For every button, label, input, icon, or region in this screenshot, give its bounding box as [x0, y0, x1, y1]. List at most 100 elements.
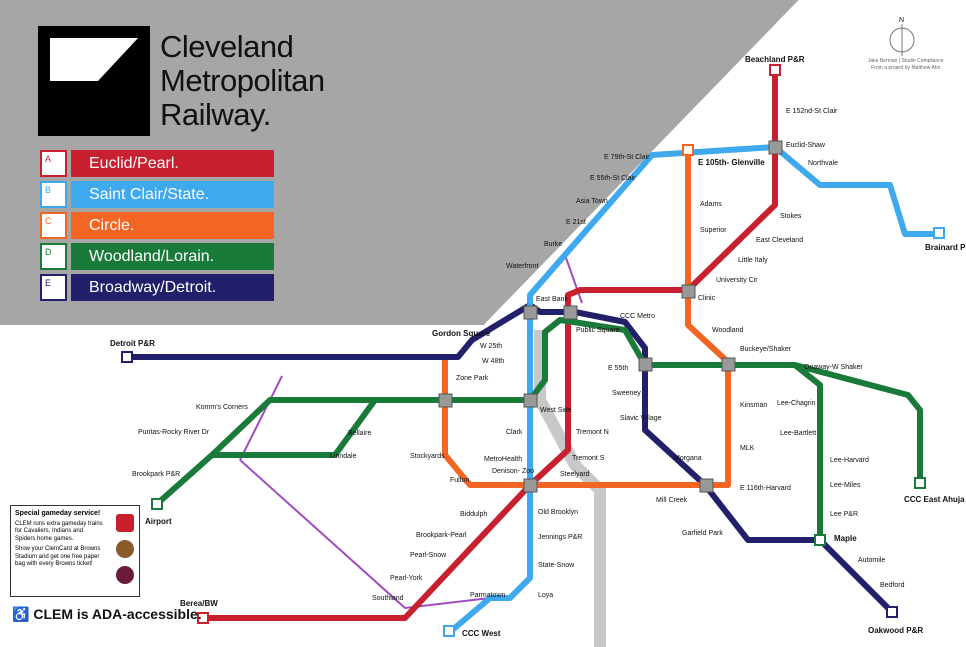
- label-ahuja: CCC East Ahuja P&R: [904, 495, 966, 504]
- station-label: Lee-Chagrin: [777, 400, 816, 407]
- label-e105: E 105th- Glenville: [698, 158, 765, 167]
- green-line: [156, 317, 923, 540]
- line-legend: A Euclid/Pearl. B Saint Clair/State. C C…: [40, 150, 274, 305]
- legend-row-d: D Woodland/Lorain.: [40, 243, 274, 270]
- gameday-text-1: CLEM runs extra gameday trains for Caval…: [15, 520, 103, 542]
- station-label: Lee-Harvard: [830, 457, 869, 464]
- station-label: Parmatown: [470, 592, 506, 599]
- label-airport: Airport: [145, 517, 172, 526]
- station-label: Clark: [506, 429, 523, 436]
- station-label: Old Brooklyn: [538, 509, 578, 516]
- credit: Jake Berman | Studio Compliance From a p…: [868, 58, 944, 71]
- station-label: Bellaire: [348, 430, 371, 437]
- station-label: Stokes: [780, 213, 802, 220]
- station-label: Pearl-Snow: [410, 552, 447, 559]
- station-label: Automile: [858, 557, 885, 564]
- label-detroit: Detroit P&R: [110, 339, 155, 348]
- label-oakwood: Oakwood P&R: [868, 626, 923, 635]
- station-label: E 55th: [608, 365, 628, 372]
- label-maple: Maple: [834, 534, 857, 543]
- line-badge-c: C: [40, 212, 67, 239]
- station-label: University Cir: [716, 277, 758, 284]
- legend-label-b: Saint Clair/State.: [71, 181, 274, 208]
- station-label: Pearl-York: [390, 575, 423, 582]
- station-label: East Cleveland: [756, 237, 803, 244]
- legend-row-a: A Euclid/Pearl.: [40, 150, 274, 177]
- line-badge-b: B: [40, 181, 67, 208]
- station-label: E 152nd-St Clair: [786, 108, 838, 115]
- station-label: Mill Creek: [656, 497, 688, 504]
- terminal-markers: [121, 64, 945, 637]
- station-label: Tremont S: [572, 455, 605, 462]
- label-beachland: Beachland P&R: [745, 55, 805, 64]
- station-label: Morgana: [674, 455, 702, 462]
- station-label: Garfield Park: [682, 530, 723, 537]
- station-label: Denison- Zoo: [492, 468, 534, 475]
- navy-line: [128, 302, 895, 615]
- gameday-heading: Special gameday service!: [15, 510, 101, 517]
- station-label: Biddulph: [460, 511, 487, 518]
- station-label: Slavic Village: [620, 415, 662, 422]
- station-label: Lee-Bartlett: [780, 430, 816, 437]
- gameday-box: Special gameday service! CLEM runs extra…: [10, 505, 140, 597]
- legend-label-c: Circle.: [71, 212, 274, 239]
- map-title: Cleveland Metropolitan Railway.: [160, 29, 325, 132]
- label-gordon: Gordon Square: [432, 329, 491, 338]
- indians-logo-icon: [116, 514, 134, 532]
- line-badge-d: D: [40, 243, 67, 270]
- label-cccwest: CCC West: [462, 629, 501, 638]
- legend-label-a: Euclid/Pearl.: [71, 150, 274, 177]
- transfer-stations: [438, 140, 783, 493]
- legend-label-e: Broadway/Detroit.: [71, 274, 274, 301]
- station-label: Steelyard: [560, 471, 590, 478]
- legend-row-e: E Broadway/Detroit.: [40, 274, 274, 301]
- station-label: State-Snow: [538, 562, 575, 569]
- station-label: CCC Metro: [620, 313, 655, 320]
- legend-label-d: Woodland/Lorain.: [71, 243, 274, 270]
- station-label: Sweeney: [612, 390, 641, 397]
- station-label: Fulton: [450, 477, 470, 484]
- label-berea: Berea/BW: [180, 599, 218, 608]
- legend-row-c: C Circle.: [40, 212, 274, 239]
- station-label: Bedford: [880, 582, 905, 589]
- station-label: Superior: [700, 227, 727, 234]
- station-label: Kinsman: [740, 402, 767, 409]
- station-label: Public Square: [576, 327, 620, 334]
- compass-icon: N: [889, 17, 915, 56]
- station-label: E 55th-St Clair: [590, 175, 636, 182]
- station-label: Brookpark P&R: [132, 471, 180, 478]
- station-label: Jennings P&R: [538, 534, 582, 541]
- purple-line: [239, 254, 583, 610]
- station-label: E 116th-Harvard: [740, 485, 791, 492]
- blue-line: [448, 144, 938, 635]
- station-label: Stockyards: [410, 453, 445, 460]
- station-label: West Side: [540, 407, 572, 414]
- red-line: [205, 75, 778, 621]
- station-label: MetroHealth: [484, 456, 522, 463]
- station-label: Puritas-Rocky River Dr: [138, 429, 210, 436]
- station-label: Buckeye/Shaker: [740, 346, 792, 353]
- label-brainard: Brainard P&R: [925, 243, 966, 252]
- station-label: Waterfront: [506, 263, 538, 270]
- station-label: MLK: [740, 445, 755, 452]
- station-label: Lee P&R: [830, 511, 858, 518]
- station-label: Clinic: [698, 295, 716, 302]
- ada-notice: ♿ CLEM is ADA-accessible.: [12, 606, 202, 622]
- station-label: W 25th: [480, 343, 502, 350]
- station-label: Linndale: [330, 453, 357, 460]
- station-label: Southland: [372, 595, 404, 602]
- station-label: Euclid-Shaw: [786, 142, 826, 149]
- station-label: Lee-Miles: [830, 482, 861, 489]
- legend-row-b: B Saint Clair/State.: [40, 181, 274, 208]
- station-label: W 48th: [482, 358, 504, 365]
- station-label: N: [899, 17, 904, 24]
- orange-line: [442, 150, 731, 488]
- station-label: E 21st: [566, 219, 586, 226]
- station-label: East Bank: [536, 296, 568, 303]
- clem-logo: [38, 26, 150, 136]
- station-label: Brookpark-Pearl: [416, 532, 467, 539]
- line-badge-e: E: [40, 274, 67, 301]
- station-label: Asia Town: [576, 198, 608, 205]
- station-label: E 79th-St Clair: [604, 154, 650, 161]
- station-label: Little Italy: [738, 257, 768, 264]
